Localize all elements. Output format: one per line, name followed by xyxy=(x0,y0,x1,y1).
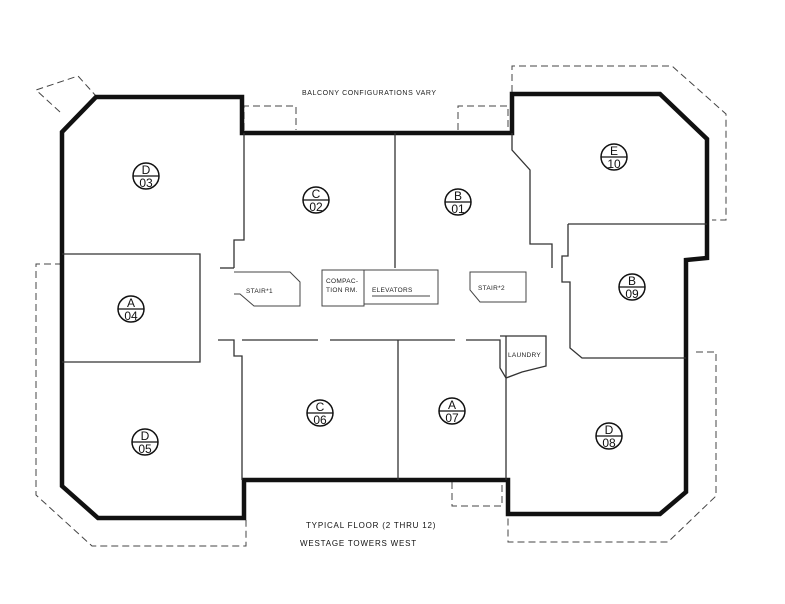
unit-type: A xyxy=(127,296,135,310)
unit-number: 04 xyxy=(124,309,138,323)
unit-type: D xyxy=(142,163,151,177)
stair-1-label: STAIR*1 xyxy=(246,288,273,295)
balcony-top-left xyxy=(35,75,97,113)
floor-caption: TYPICAL FLOOR (2 THRU 12) xyxy=(306,521,436,530)
unit-number: 09 xyxy=(625,287,639,301)
balcony-top-middle-right xyxy=(457,105,509,130)
unit-marker: E 10 xyxy=(600,143,628,171)
core-rooms xyxy=(234,269,527,307)
unit-marker: D 05 xyxy=(131,428,159,456)
compaction-room xyxy=(321,269,365,307)
balcony-caption: BALCONY CONFIGURATIONS VARY xyxy=(302,90,437,97)
unit-marker: B 09 xyxy=(618,273,646,301)
unit-type: A xyxy=(448,398,456,412)
unit-marker: B 01 xyxy=(444,188,472,216)
elevators-label: ELEVATORS xyxy=(372,287,413,294)
unit-type: B xyxy=(628,274,636,288)
unit-type: C xyxy=(316,400,325,414)
unit-type: E xyxy=(610,144,618,158)
balcony-right xyxy=(507,351,717,543)
elevators-room xyxy=(364,269,439,305)
unit-type: D xyxy=(605,423,614,437)
balcony-outlines xyxy=(35,65,727,547)
unit-marker: A 04 xyxy=(117,295,145,323)
unit-type: D xyxy=(141,429,150,443)
interior-walls xyxy=(62,133,707,480)
unit-type: C xyxy=(312,187,321,201)
unit-marker: D 03 xyxy=(132,162,160,190)
unit-marker: D 08 xyxy=(595,422,623,450)
compaction-label-line2: TION RM. xyxy=(326,287,358,294)
unit-number: 05 xyxy=(138,442,152,456)
unit-type: B xyxy=(454,189,462,203)
building-caption: WESTAGE TOWERS WEST xyxy=(300,539,417,548)
unit-marker: C 02 xyxy=(302,186,330,214)
unit-marker: C 06 xyxy=(306,399,334,427)
compaction-label-line1: COMPAC- xyxy=(326,278,358,285)
balcony-top-right xyxy=(511,65,727,221)
unit-number: 06 xyxy=(313,413,327,427)
unit-number: 10 xyxy=(607,157,621,171)
balcony-bottom-middle xyxy=(451,482,503,507)
stair-2-room xyxy=(469,271,527,303)
unit-number: 08 xyxy=(602,436,616,450)
stair-2-label: STAIR*2 xyxy=(478,285,505,292)
balcony-top-middle-left xyxy=(243,105,297,130)
unit-number: 02 xyxy=(309,200,323,214)
unit-number: 03 xyxy=(139,176,153,190)
unit-marker: A 07 xyxy=(438,397,466,425)
laundry-label: LAUNDRY xyxy=(508,352,541,359)
unit-number: 07 xyxy=(445,411,459,425)
stair-1-room xyxy=(234,271,301,307)
unit-number: 01 xyxy=(451,202,465,216)
